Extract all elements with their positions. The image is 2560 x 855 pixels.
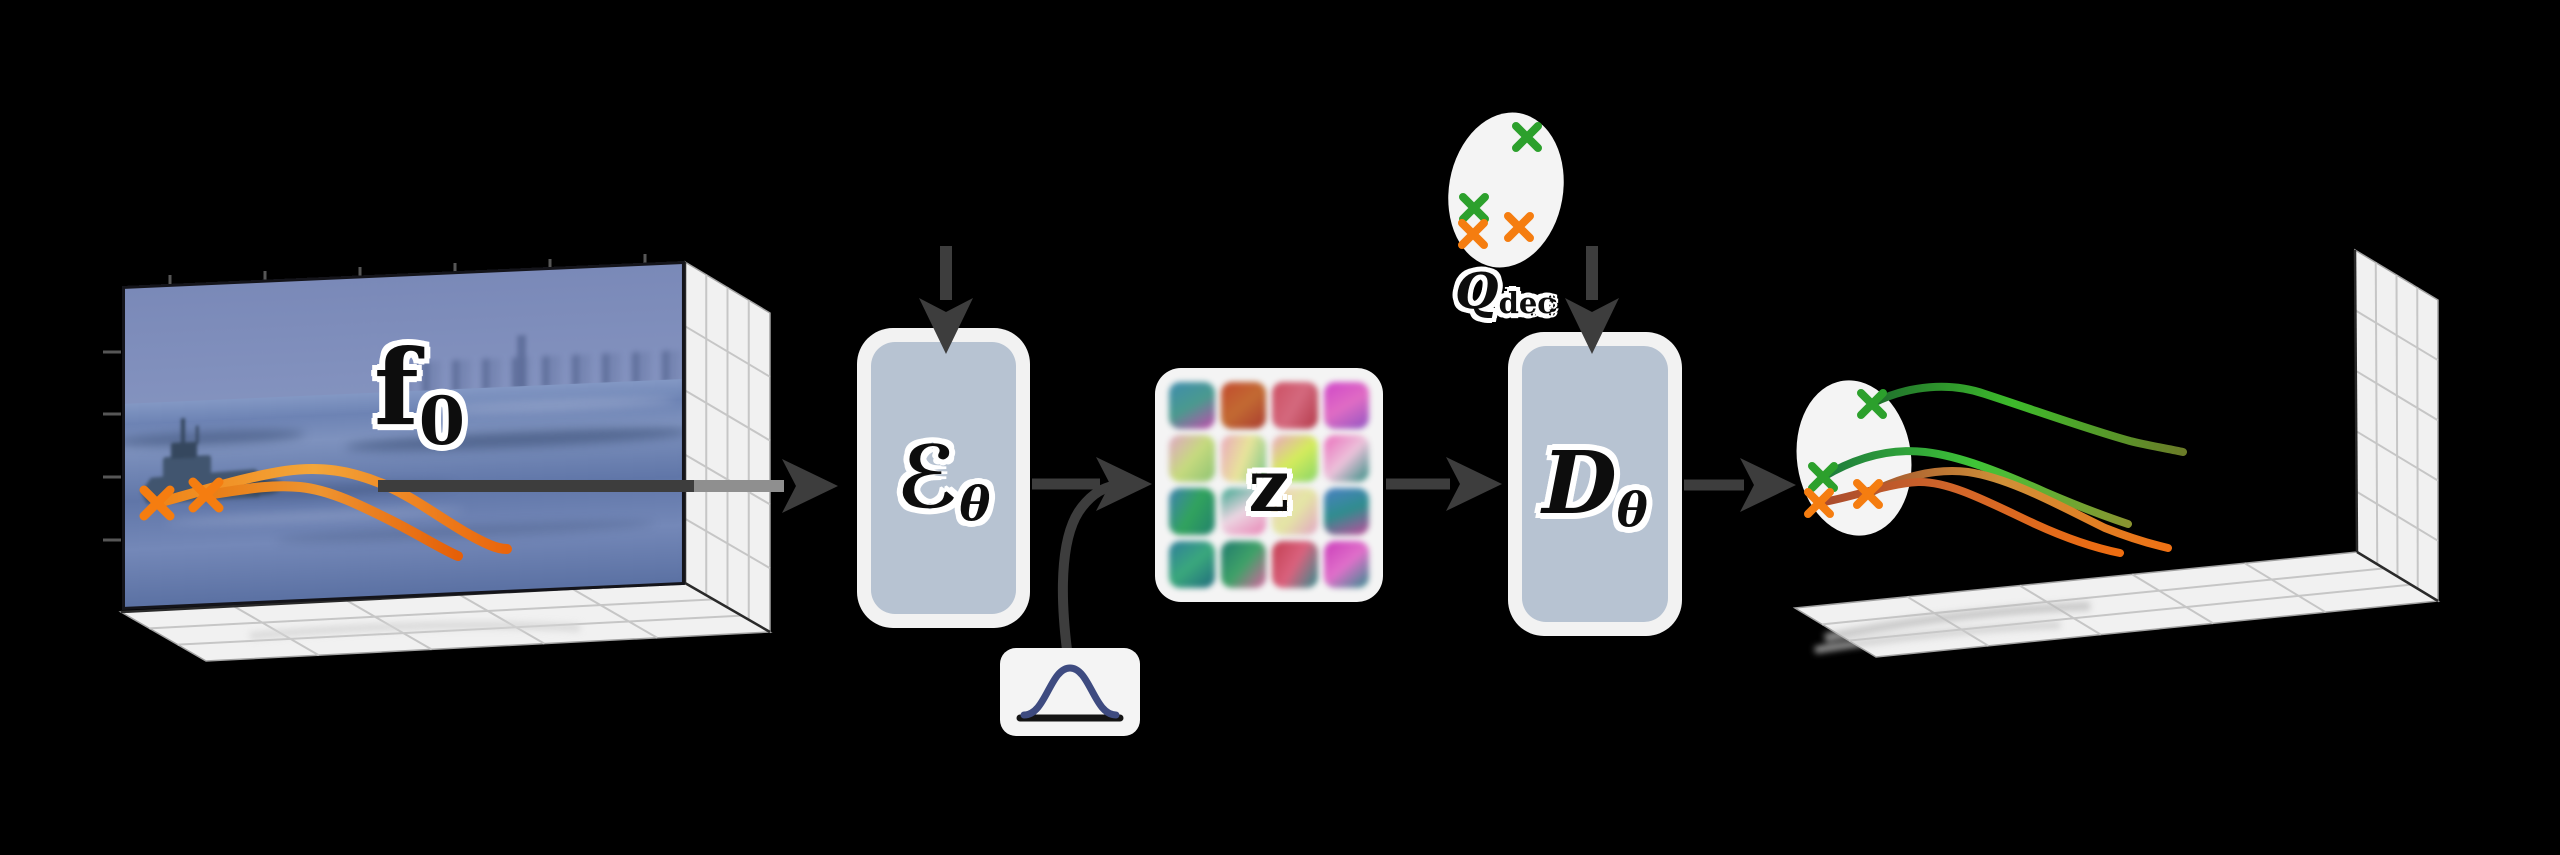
- latent-to-decoder-arrow: [1386, 457, 1502, 511]
- encoder-subscript: θ: [959, 476, 991, 531]
- latent-tile: [1220, 541, 1266, 588]
- grid-line: [346, 599, 433, 651]
- latent-tile: [1323, 541, 1369, 588]
- gaussian-prior-box: [1000, 648, 1140, 736]
- output-marker-orange: [1853, 479, 1883, 509]
- encoder-block: ℰθ: [857, 328, 1030, 628]
- floor-shadow: [1814, 621, 2061, 654]
- grid-line: [684, 453, 771, 506]
- gaussian-connector-line: [1057, 480, 1123, 655]
- cube-edge: [684, 581, 771, 634]
- latent-tile: [1169, 435, 1215, 482]
- input-video-frame: [122, 260, 685, 610]
- decoder-block: Dθ: [1508, 332, 1682, 636]
- query-marker-orange: [1458, 219, 1488, 249]
- latent-tile: [1272, 435, 1318, 482]
- grid-line: [2374, 262, 2379, 565]
- latent-tile: [1272, 541, 1318, 588]
- grid-line: [2355, 369, 2439, 422]
- grid-line: [2395, 274, 2399, 577]
- query-marker-green: [1459, 193, 1489, 223]
- encoder-to-latent-arrow: [1032, 457, 1152, 511]
- floor-shadow: [249, 621, 581, 640]
- grid-line: [2354, 309, 2439, 362]
- arrow-head: [1740, 458, 1796, 512]
- grid-line: [2019, 584, 2102, 636]
- floor-shadows: [249, 601, 2091, 654]
- latent-feature-grid: [1169, 382, 1369, 588]
- grid-line: [1848, 583, 2412, 642]
- grid-line: [2416, 287, 2419, 589]
- latent-tile: [1220, 488, 1266, 535]
- output-trajectory-green: [1819, 447, 2132, 528]
- output-marker-green: [1857, 389, 1887, 419]
- latent-tile: [1220, 435, 1266, 482]
- encoder-letter: ℰ: [896, 428, 960, 528]
- output-trajectory-orange: [1864, 467, 2172, 552]
- arrow-head: [782, 459, 838, 513]
- queries-label: Qdec: [1437, 266, 1573, 321]
- encoder-label: ℰθ: [897, 435, 991, 527]
- grid-line: [458, 593, 545, 645]
- grid-line: [1906, 595, 1989, 647]
- decoder-subscript: θ: [1616, 482, 1648, 537]
- query-marker-orange: [1504, 212, 1534, 242]
- output-blob: [1796, 380, 1912, 536]
- latent-block: z: [1155, 368, 1383, 602]
- latent-tile: [1169, 488, 1215, 535]
- boat-icon: [141, 418, 265, 504]
- output-marker-orange: [1804, 488, 1834, 518]
- axes-edge: [2356, 550, 2439, 603]
- grid-line: [684, 517, 771, 570]
- decoder-letter: D: [1542, 433, 1617, 534]
- grid-line: [1821, 567, 2385, 626]
- grid-line: [177, 614, 742, 646]
- right-axes-wall: [2354, 248, 2439, 603]
- queries-letter: Q: [1455, 261, 1499, 320]
- latent-tile: [1220, 382, 1266, 429]
- gaussian-bell-curve-icon: [1016, 664, 1124, 722]
- latent-tile: [1323, 488, 1369, 535]
- latent-tile: [1272, 488, 1318, 535]
- right-axes-floor: [1792, 551, 2441, 658]
- queries-subscript: dec: [1498, 286, 1555, 321]
- axes-edge: [2353, 249, 2359, 553]
- decoder-label: Dθ: [1542, 441, 1648, 533]
- queries-blob: [1448, 112, 1564, 268]
- gaussian-curve: [1020, 664, 1120, 719]
- output-marker-green: [1808, 462, 1838, 492]
- latent-tile: [1272, 382, 1318, 429]
- output-prediction-group: [1796, 380, 2187, 557]
- grid-line: [684, 325, 771, 378]
- floor-shadow: [1824, 601, 2091, 643]
- decoder-to-output-arrow: [1684, 458, 1796, 512]
- query-marker-green: [1512, 122, 1542, 152]
- decoder-block-inner: Dθ: [1522, 346, 1668, 622]
- arrow-head: [1446, 457, 1502, 511]
- grid-line: [2131, 573, 2214, 625]
- arrow-head: [1096, 457, 1152, 511]
- grid-line: [571, 587, 658, 639]
- grid-line: [684, 389, 771, 442]
- left-cube-side-wall: [684, 260, 771, 634]
- latent-tile: [1169, 382, 1215, 429]
- output-trajectory-orange: [1814, 477, 2124, 557]
- latent-tile: [1323, 382, 1369, 429]
- output-trajectory-green: [1869, 382, 2187, 456]
- grid-line: [2244, 562, 2327, 614]
- grid-line: [2356, 490, 2439, 542]
- encoder-block-inner: ℰθ: [871, 342, 1016, 614]
- latent-tile: [1169, 541, 1215, 588]
- city-tower: [517, 335, 526, 390]
- latent-tile: [1323, 435, 1369, 482]
- grid-line: [233, 605, 320, 657]
- decoder-queries-ellipse: [1448, 112, 1564, 268]
- grid-line: [2355, 430, 2439, 482]
